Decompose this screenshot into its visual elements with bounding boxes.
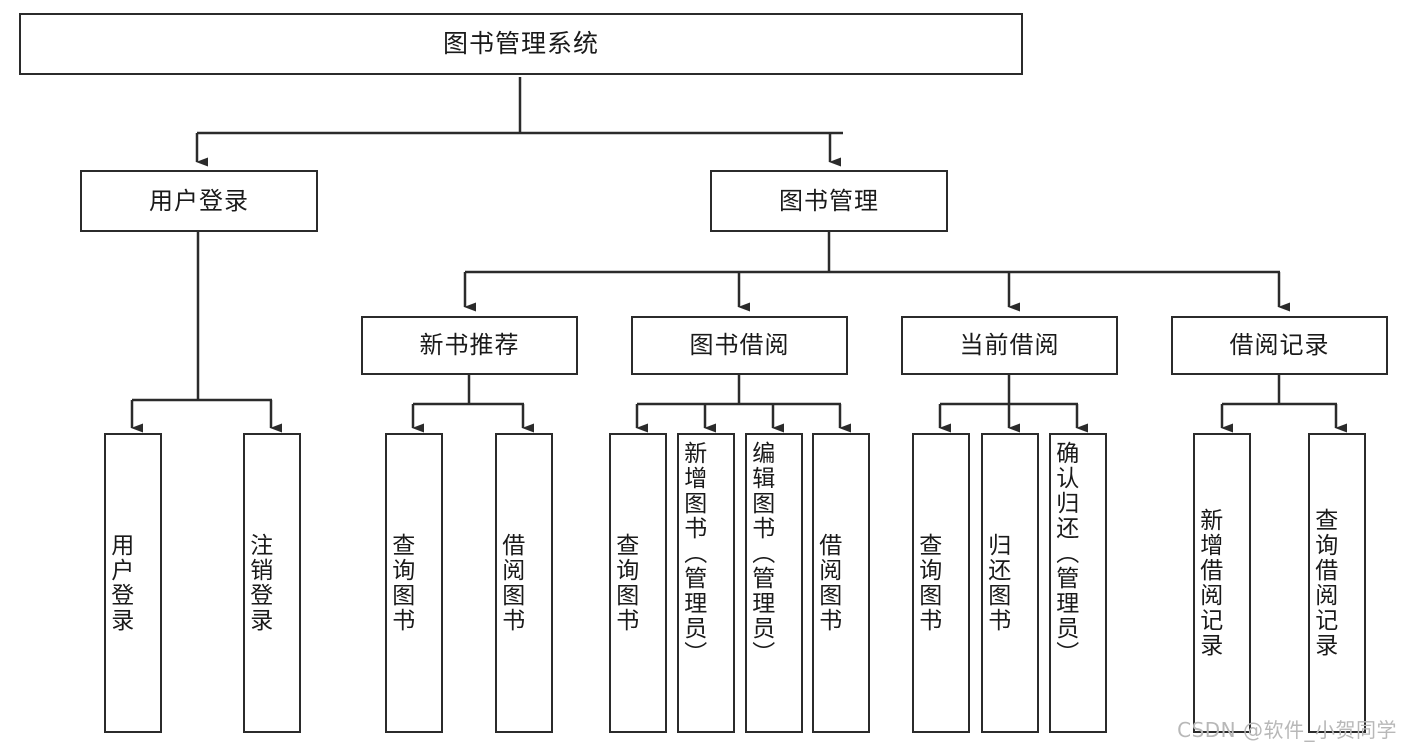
- leaf-current-query-book[interactable]: 查询图书: [912, 433, 970, 733]
- leaf-label: 借阅图书: [497, 533, 524, 633]
- leaf-label: 新增图书（管理员）: [679, 441, 706, 666]
- node-label: 借阅记录: [1229, 331, 1330, 360]
- leaf-records-query-record[interactable]: 查询借阅记录: [1308, 433, 1366, 733]
- leaf-records-add-record[interactable]: 新增借阅记录: [1193, 433, 1251, 733]
- leaf-borrow-edit-book-admin[interactable]: 编辑图书（管理员）: [745, 433, 803, 733]
- csdn-watermark: CSDN @软件_小贺同学: [1177, 718, 1397, 742]
- leaf-label: 查询图书: [914, 533, 941, 633]
- node-label: 图书管理系统: [442, 29, 599, 58]
- leaf-current-return-book[interactable]: 归还图书: [981, 433, 1039, 733]
- leaf-label: 新增借阅记录: [1195, 508, 1222, 658]
- leaf-borrow-query-book[interactable]: 查询图书: [609, 433, 667, 733]
- node-label: 当前借阅: [959, 331, 1060, 360]
- leaf-recommend-query-book[interactable]: 查询图书: [385, 433, 443, 733]
- node-book-borrow[interactable]: 图书借阅: [631, 316, 848, 375]
- leaf-label: 注销登录: [245, 533, 272, 633]
- leaf-user-login-signin[interactable]: 用户登录: [104, 433, 162, 733]
- node-label: 用户登录: [149, 186, 249, 215]
- node-label: 图书管理: [779, 186, 879, 215]
- node-label: 新书推荐: [419, 331, 520, 360]
- leaf-label: 编辑图书（管理员）: [747, 441, 774, 666]
- node-new-book-recommend[interactable]: 新书推荐: [361, 316, 578, 375]
- leaf-label: 归还图书: [983, 533, 1010, 633]
- leaf-label: 查询借阅记录: [1310, 508, 1337, 658]
- node-book-management[interactable]: 图书管理: [710, 170, 948, 232]
- leaf-label: 确认归还（管理员）: [1051, 441, 1078, 666]
- leaf-label: 用户登录: [106, 533, 133, 633]
- node-borrow-records[interactable]: 借阅记录: [1171, 316, 1388, 375]
- leaf-recommend-borrow-book[interactable]: 借阅图书: [495, 433, 553, 733]
- leaf-label: 查询图书: [611, 533, 638, 633]
- leaf-borrow-add-book-admin[interactable]: 新增图书（管理员）: [677, 433, 735, 733]
- node-user-login[interactable]: 用户登录: [80, 170, 318, 232]
- node-root-book-management-system[interactable]: 图书管理系统: [19, 13, 1023, 75]
- leaf-label: 查询图书: [387, 533, 414, 633]
- node-label: 图书借阅: [689, 331, 790, 360]
- leaf-label: 借阅图书: [814, 533, 841, 633]
- leaf-user-login-signout[interactable]: 注销登录: [243, 433, 301, 733]
- leaf-current-confirm-return-admin[interactable]: 确认归还（管理员）: [1049, 433, 1107, 733]
- node-current-borrow[interactable]: 当前借阅: [901, 316, 1118, 375]
- leaf-borrow-borrow-book[interactable]: 借阅图书: [812, 433, 870, 733]
